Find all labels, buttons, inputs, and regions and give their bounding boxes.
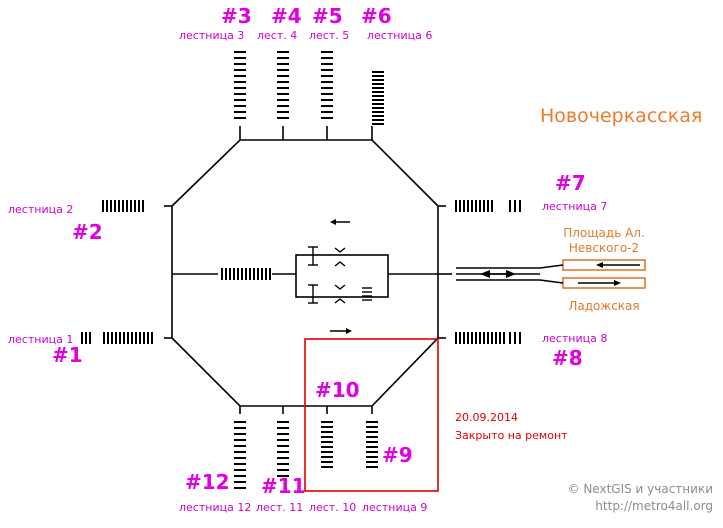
closure-text: Закрыто на ремонт xyxy=(455,429,568,442)
exit-number-9: #9 xyxy=(382,443,413,467)
exit-label-7: лестница 7 xyxy=(542,200,607,213)
exit-label-10: лест. 10 xyxy=(309,501,356,514)
exit-label-4: лест. 4 xyxy=(257,29,297,42)
closure-date: 20.09.2014 xyxy=(455,411,518,424)
exit-number-4: #4 xyxy=(271,4,302,28)
connection-upper-line1: Площадь Ал. xyxy=(563,226,645,240)
exit-staircases xyxy=(81,51,521,489)
connection-lower: Ладожская xyxy=(568,299,639,313)
connection-upper-line2: Невского-2 xyxy=(569,241,639,255)
exit-label-6: лестница 6 xyxy=(367,29,432,42)
station-outline xyxy=(164,126,540,414)
exit-number-8: #8 xyxy=(552,346,583,370)
exit-number-3: #3 xyxy=(221,4,252,28)
exit-number-1: #1 xyxy=(52,343,83,367)
exit-label-5: лест. 5 xyxy=(309,29,349,42)
exit-number-12: #12 xyxy=(185,470,230,494)
credit-line-1: © NextGIS и участники xyxy=(568,482,713,496)
exit-label-1: лестница 1 xyxy=(8,333,73,346)
exit-label-8: лестница 8 xyxy=(542,332,607,345)
turnstiles xyxy=(308,246,372,304)
exit-number-11: #11 xyxy=(261,474,306,498)
transfer-connections xyxy=(539,259,646,289)
passage-arrows xyxy=(330,219,516,334)
station-name: Новочеркасская xyxy=(540,105,702,127)
exit-label-2: лестница 2 xyxy=(8,203,73,216)
closed-area xyxy=(304,338,439,492)
exit-label-3: лестница 3 xyxy=(179,29,244,42)
exit-number-5: #5 xyxy=(312,4,343,28)
exit-number-2: #2 xyxy=(72,220,103,244)
exit-label-11: лест. 11 xyxy=(256,501,303,514)
exit-number-6: #6 xyxy=(361,4,392,28)
exit-number-10: #10 xyxy=(315,378,360,402)
exit-number-7: #7 xyxy=(555,171,586,195)
credit-line-2: http://metro4all.org xyxy=(595,499,713,513)
exit-label-12: лестница 12 xyxy=(179,501,251,514)
exit-label-9: лестница 9 xyxy=(362,501,427,514)
